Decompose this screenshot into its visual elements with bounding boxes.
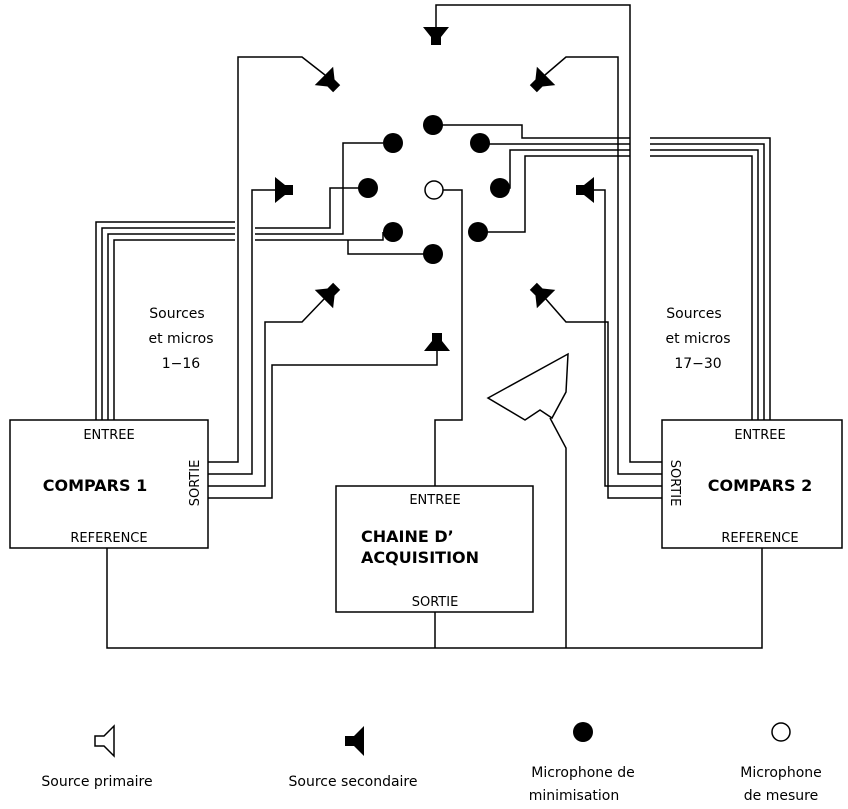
compars2-box: ENTREE COMPARS 2 REFERENCE SORTIE — [661, 419, 843, 549]
right-group-line1: Sources — [666, 306, 721, 322]
acquisition-box: ENTREE CHAINE D’ ACQUISITION SORTIE — [335, 485, 534, 613]
compars2-title: COMPARS 2 — [708, 476, 812, 495]
minimisation-microphones — [358, 115, 510, 264]
filled-circle-icon — [468, 222, 488, 242]
wire-upper-right-speaker — [544, 56, 665, 475]
acquisition-title-line1: CHAINE D’ — [361, 527, 454, 546]
compars2-input-label: ENTREE — [734, 428, 785, 443]
loudspeaker-filled-icon — [345, 726, 364, 756]
wire-right-bus-3 — [650, 143, 765, 420]
filled-circle-icon — [358, 178, 378, 198]
legend-min-mic: Microphone de minimisation — [529, 722, 635, 804]
compars1-reference-label: REFERENCE — [70, 531, 147, 546]
wire-right-bus-d — [478, 155, 630, 233]
hollow-circle-icon — [771, 722, 791, 742]
wire-right-bus-2 — [650, 149, 759, 420]
wire-left-bus-c — [255, 232, 384, 241]
legend-secondary-source: Source secondaire — [289, 726, 418, 790]
wire-right-bus-1 — [650, 155, 753, 420]
acquisition-input-label: ENTREE — [409, 493, 460, 508]
wire-left-bus-4 — [113, 239, 235, 420]
legend-secondary-source-label: Source secondaire — [289, 774, 418, 790]
wire-measure-mic — [434, 189, 463, 486]
loudspeaker-outline-icon — [486, 352, 569, 421]
right-group-line2: et micros — [665, 331, 730, 347]
wire-right-bus-a — [433, 124, 630, 139]
compars2-reference-label: REFERENCE — [721, 531, 798, 546]
filled-circle-icon — [423, 244, 443, 264]
wire-right-bus-4 — [650, 137, 771, 420]
filled-circle-icon — [490, 178, 510, 198]
wire-left-bus-1 — [95, 221, 235, 420]
wire-left-speaker — [208, 189, 278, 475]
right-group-line3: 17−30 — [674, 356, 721, 372]
wire-left-bus-3 — [107, 233, 235, 420]
wire-right-speaker — [582, 189, 665, 487]
loudspeaker-filled-icon — [423, 27, 449, 45]
loudspeaker-filled-icon — [275, 177, 293, 203]
loudspeaker-filled-icon — [576, 177, 594, 203]
filled-circle-icon — [423, 115, 443, 135]
loudspeaker-filled-icon — [424, 333, 450, 351]
left-group-line3: 1−16 — [162, 356, 201, 372]
hollow-circle-icon — [424, 180, 444, 200]
wire-upper-left-speaker — [208, 56, 326, 463]
wire-left-bus-b — [255, 142, 383, 235]
left-group-label: Sources et micros 1−16 — [148, 306, 213, 372]
compars1-box: ENTREE COMPARS 1 REFERENCE SORTIE — [9, 419, 209, 549]
loudspeaker-outline-icon — [94, 724, 115, 758]
filled-circle-icon — [383, 133, 403, 153]
legend-primary-source: Source primaire — [41, 724, 153, 790]
filled-circle-icon — [573, 722, 593, 742]
wire-top-speaker — [435, 4, 665, 463]
wire-bottom-speaker — [208, 350, 438, 499]
wire-lower-right-speaker — [544, 297, 665, 499]
legend-min-mic-line1: Microphone de — [531, 765, 634, 781]
left-group-line2: et micros — [148, 331, 213, 347]
wire-lower-left-speaker — [208, 297, 326, 487]
compars2-output-label: SORTIE — [667, 460, 682, 507]
wire-left-bus-a — [255, 187, 360, 229]
wire-left-bus-d — [347, 240, 433, 255]
compars1-input-label: ENTREE — [83, 428, 134, 443]
wire-left-bus-2 — [101, 227, 235, 420]
legend-measure-mic-line1: Microphone — [740, 765, 822, 781]
legend-measure-mic: Microphone de mesure — [740, 722, 822, 804]
compars1-title: COMPARS 1 — [43, 476, 147, 495]
filled-circle-icon — [383, 222, 403, 242]
legend-min-mic-line2: minimisation — [529, 788, 620, 804]
compars1-output-label: SORTIE — [188, 460, 203, 507]
acquisition-output-label: SORTIE — [412, 595, 459, 610]
left-group-line1: Sources — [149, 306, 204, 322]
acquisition-title-line2: ACQUISITION — [361, 548, 479, 567]
legend-primary-source-label: Source primaire — [41, 774, 152, 790]
legend: Source primaire Source secondaire Microp… — [41, 722, 822, 804]
loudspeaker-filled-icon — [529, 66, 556, 93]
wire-primary-source — [549, 417, 567, 648]
legend-measure-mic-line2: de mesure — [744, 788, 818, 804]
filled-circle-icon — [470, 133, 490, 153]
right-group-label: Sources et micros 17−30 — [665, 306, 730, 372]
